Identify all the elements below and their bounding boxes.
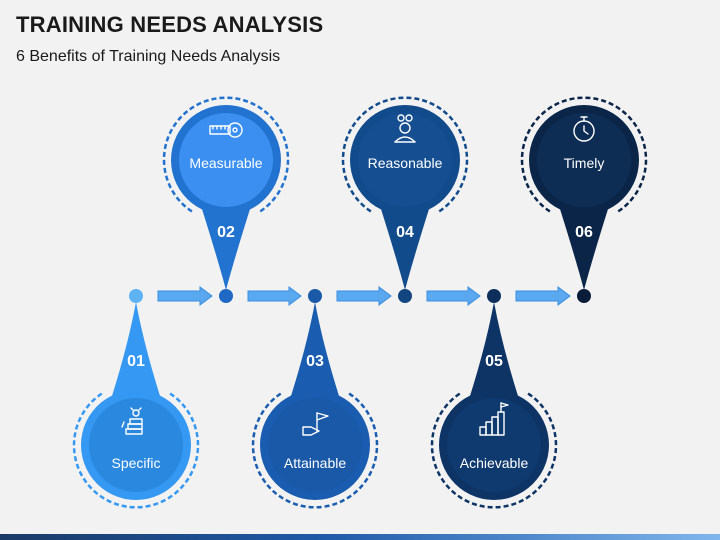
- step-label: Reasonable: [368, 155, 443, 171]
- step-number: 04: [396, 224, 414, 241]
- goal-stack-icon: [121, 407, 143, 435]
- step-dot: [308, 289, 322, 303]
- page-subtitle: 6 Benefits of Training Needs Analysis: [16, 48, 281, 65]
- tape-measure-icon: [209, 122, 243, 138]
- step-label: Achievable: [460, 455, 529, 471]
- dashed-ring: [251, 392, 379, 509]
- connector-arrow: [336, 286, 392, 306]
- step-label: Attainable: [284, 455, 346, 471]
- step-03: Attainable 03: [251, 289, 379, 509]
- dashed-ring: [520, 96, 648, 213]
- step-number: 03: [306, 353, 324, 370]
- connector-arrow: [515, 286, 571, 306]
- connector-arrow: [157, 286, 213, 306]
- growth-steps-icon: [479, 402, 509, 436]
- step-02: Measurable 02: [162, 96, 290, 303]
- step-dot: [219, 289, 233, 303]
- step-dot: [487, 289, 501, 303]
- step-dot: [129, 289, 143, 303]
- step-number: 06: [575, 224, 593, 241]
- step-label: Timely: [564, 155, 605, 171]
- inner-circle: [447, 398, 541, 492]
- step-label: Specific: [111, 455, 160, 471]
- dashed-ring: [72, 392, 200, 509]
- inner-circle: [89, 398, 183, 492]
- footer-bar: [0, 534, 720, 540]
- step-number: 01: [127, 353, 145, 370]
- step-number: 02: [217, 224, 235, 241]
- connector-arrow: [247, 286, 302, 306]
- dashed-ring: [430, 392, 558, 509]
- step-04: Reasonable 04: [341, 96, 469, 303]
- step-06: Timely 06: [520, 96, 648, 303]
- step-01: Specific 01: [72, 289, 200, 509]
- inner-circle: [268, 398, 362, 492]
- connector-arrow: [426, 286, 481, 306]
- step-number: 05: [485, 353, 503, 370]
- dashed-ring: [162, 96, 290, 213]
- inner-circle: [179, 113, 273, 207]
- hand-flag-icon: [302, 412, 329, 436]
- inner-circle: [358, 113, 452, 207]
- inner-circle: [537, 113, 631, 207]
- stopwatch-icon: [573, 116, 595, 142]
- page-title: TRAINING NEEDS ANALYSIS: [16, 12, 324, 37]
- step-label: Measurable: [189, 155, 262, 171]
- thinking-person-icon: [394, 114, 416, 143]
- step-dot: [398, 289, 412, 303]
- step-dot: [577, 289, 591, 303]
- dashed-ring: [341, 96, 469, 213]
- step-05: Achievable 05: [430, 289, 558, 509]
